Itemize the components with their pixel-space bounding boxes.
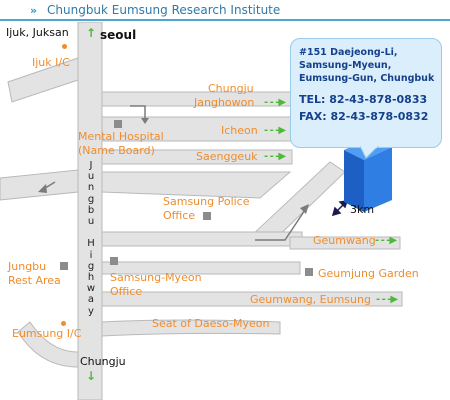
label-ijuk-juksan: Ijuk, Juksan	[6, 26, 69, 39]
road-network	[0, 22, 403, 400]
telephone-number: TEL: 82-43-878-0833	[299, 93, 428, 106]
header-chevron-icon: »	[30, 4, 37, 17]
landmark-square-icon	[203, 212, 211, 220]
institute-arrow-head-icon	[300, 204, 309, 214]
interchange-dot-icon	[61, 321, 66, 326]
fax-number: FAX: 82-43-878-0832	[299, 110, 429, 123]
road-eumsung-ic	[17, 321, 79, 368]
label-geumjung-garden: Geumjung Garden	[318, 267, 419, 280]
right-arrow-icon: - - -▶	[376, 294, 398, 305]
highway-letter: w	[86, 283, 96, 295]
address-line-3: Eumsung-Gun, Chungbuk	[299, 73, 435, 84]
interchange-dot-icon	[62, 44, 67, 49]
highway-letter: u	[87, 216, 95, 228]
label-myeon-office: Office	[110, 285, 143, 298]
label-chungju-bottom: Chungju	[80, 355, 126, 368]
road-icheon	[101, 116, 293, 142]
landmark-square-icon	[305, 268, 313, 276]
header-rule	[0, 19, 450, 21]
label-eumsung-ic: Eumsung I/C	[12, 327, 82, 340]
highway-letter: u	[87, 171, 95, 183]
label-icheon: Icheon	[221, 124, 258, 137]
highway-letter: b	[87, 204, 95, 216]
label-seat-daeso-myeon: Seat of Daeso-Myeon	[152, 317, 270, 330]
address-line-1: #151 Daejeong-Li,	[299, 47, 398, 58]
right-arrow-icon: - - -▶	[264, 125, 286, 136]
highway-letter: h	[87, 272, 95, 284]
label-samsung-myeon: Samsung-Myeon	[110, 271, 202, 284]
road-saenggeuk	[101, 149, 293, 165]
label-seoul: seoul	[100, 28, 137, 42]
highway-letter: a	[87, 294, 95, 306]
jungbu-highway	[77, 22, 103, 400]
landmark-square-icon	[114, 120, 122, 128]
map-area: Ijuk, Juksan ↑ seoul Ijuk I/C Chungju Ja…	[0, 22, 450, 400]
turn-arrow-icon	[130, 105, 146, 120]
address-info-box: #151 Daejeong-Li, Samsung-Myeun, Eumsung…	[290, 38, 442, 148]
right-arrow-icon: - - -▶	[264, 97, 286, 108]
label-rest-area: Rest Area	[8, 274, 61, 287]
road-daeso	[101, 319, 281, 337]
highway-letter	[86, 227, 96, 238]
label-ijuk-ic: Ijuk I/C	[32, 56, 70, 69]
landmark-square-icon	[110, 257, 118, 265]
landmark-square-icon	[60, 262, 68, 270]
institute-arrow-icon	[255, 209, 306, 241]
highway-letter: y	[88, 305, 94, 317]
label-janghowon: Janghowon	[194, 96, 255, 109]
road-ijuk-ic	[7, 57, 79, 103]
label-mental-hospital: Mental Hospital	[78, 130, 164, 143]
label-saenggeuk: Saenggeuk	[196, 150, 258, 163]
road-lower	[101, 231, 303, 247]
highway-letter: g	[87, 260, 95, 272]
right-arrow-icon: - - -▶	[264, 151, 286, 162]
highway-letter: n	[87, 182, 95, 194]
address-line-2: Samsung-Myeun,	[299, 60, 392, 71]
road-left-branch	[0, 169, 79, 201]
road-geumwang	[289, 236, 401, 250]
header: » Chungbuk Eumsung Research Institute	[0, 0, 450, 22]
turn-arrow-head-icon	[141, 118, 149, 124]
label-chungju: Chungju	[208, 82, 254, 95]
label-samsung-police: Samsung Police	[163, 195, 250, 208]
up-arrow-icon: ↑	[86, 26, 96, 40]
label-jungbu: Jungbu	[8, 260, 47, 273]
down-arrow-icon: ↓	[86, 369, 96, 383]
label-geumwang-eumsung: Geumwang, Eumsung	[250, 293, 371, 306]
right-arrow-icon: - - -▶	[375, 235, 397, 246]
highway-letter: H	[87, 238, 95, 250]
road-samsung-myeon	[101, 261, 301, 275]
label-police-office: Office	[163, 209, 196, 222]
highway-letter: J	[89, 160, 93, 171]
highway-letter: g	[87, 193, 95, 205]
label-name-board: (Name Board)	[78, 144, 155, 157]
distance-arrow-icon	[331, 200, 349, 217]
header-title: Chungbuk Eumsung Research Institute	[47, 3, 281, 17]
highway-letter: i	[89, 249, 93, 261]
road-geumwang-eumsung	[101, 291, 403, 307]
road-samsung-police	[101, 171, 292, 199]
label-distance: 3km	[350, 203, 375, 216]
left-arrow-head-icon	[38, 184, 47, 193]
label-geumwang: Geumwang	[313, 234, 376, 247]
info-box-pointer	[360, 146, 379, 159]
